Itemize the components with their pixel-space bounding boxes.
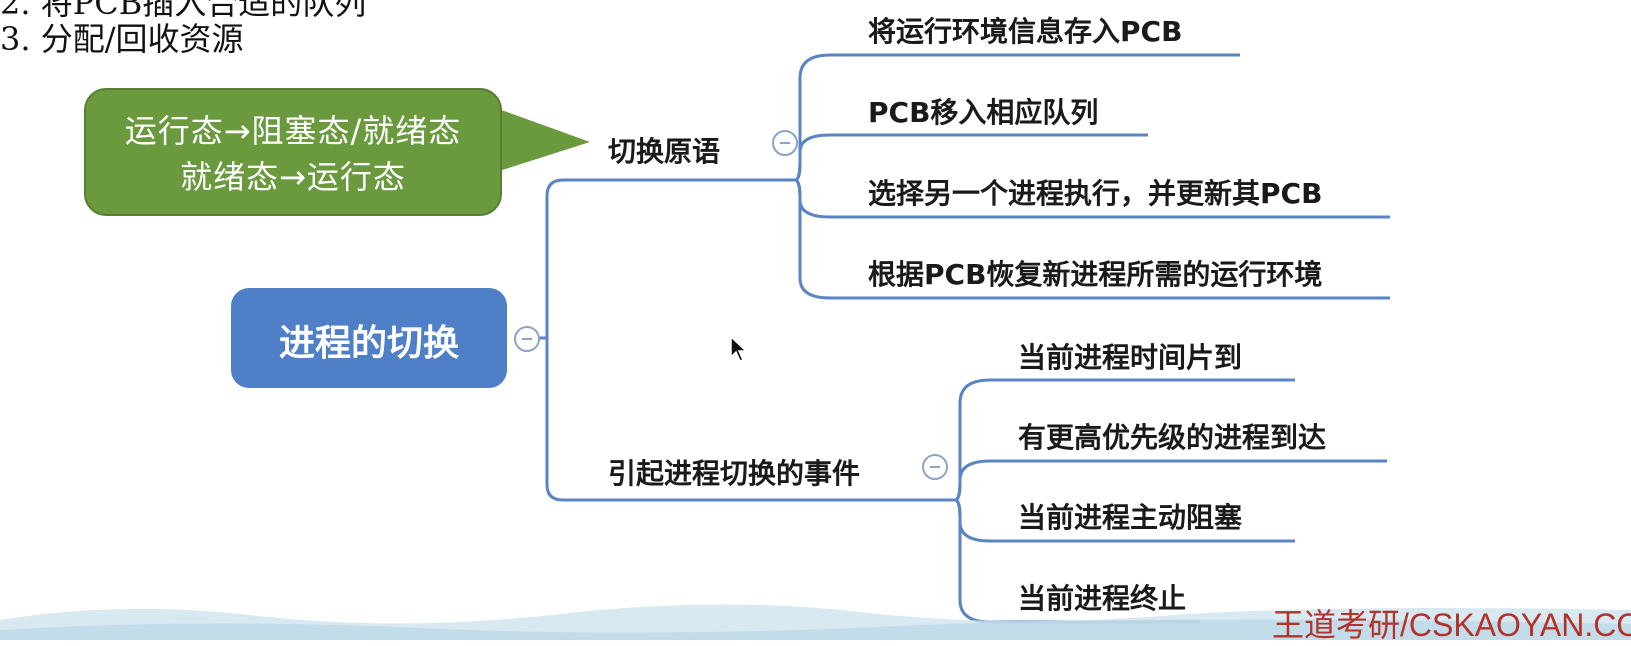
state-transition-callout: 运行态→阻塞态/就绪态 就绪态→运行态 — [84, 88, 502, 216]
callout-line-1: 运行态→阻塞态/就绪态 — [124, 112, 462, 150]
list-item-2-cut: 2. 将PCB插入合适的队列 — [0, 0, 367, 22]
link-root-branch1 — [535, 178, 760, 340]
child-restore-env[interactable]: 根据PCB恢复新进程所需的运行环境 — [868, 258, 1323, 291]
branch-switch-primitive[interactable]: 切换原语 — [608, 135, 721, 168]
link-b2-c2 — [908, 459, 1387, 502]
child-move-pcb[interactable]: PCB移入相应队列 — [868, 96, 1099, 129]
collapse-root-icon[interactable] — [514, 326, 540, 352]
decorative-wave — [0, 604, 1631, 640]
collapse-branch1-icon[interactable] — [772, 130, 798, 156]
callout-pointer — [496, 108, 590, 172]
watermark: 王道考研/CSKAOYAN.COM — [1272, 607, 1631, 643]
collapse-branch2-icon[interactable] — [922, 454, 948, 480]
child-higher-priority[interactable]: 有更高优先级的进程到达 — [1018, 421, 1327, 454]
child-terminate[interactable]: 当前进程终止 — [1018, 582, 1187, 615]
link-b1-c4 — [760, 178, 1390, 300]
branch-switch-events[interactable]: 引起进程切换的事件 — [608, 457, 861, 490]
child-active-block[interactable]: 当前进程主动阻塞 — [1018, 501, 1243, 534]
callout-line-2: 就绪态→运行态 — [180, 158, 406, 196]
root-topic[interactable]: 进程的切换 — [231, 288, 507, 388]
root-topic-label: 进程的切换 — [278, 323, 459, 364]
mouse-cursor-icon — [730, 335, 748, 362]
child-time-slice[interactable]: 当前进程时间片到 — [1018, 341, 1243, 374]
list-item-3: 3. 分配/回收资源 — [0, 20, 244, 58]
child-save-env[interactable]: 将运行环境信息存入PCB — [868, 15, 1183, 48]
child-select-process[interactable]: 选择另一个进程执行，并更新其PCB — [868, 177, 1323, 210]
link-root-branch2 — [535, 336, 908, 502]
